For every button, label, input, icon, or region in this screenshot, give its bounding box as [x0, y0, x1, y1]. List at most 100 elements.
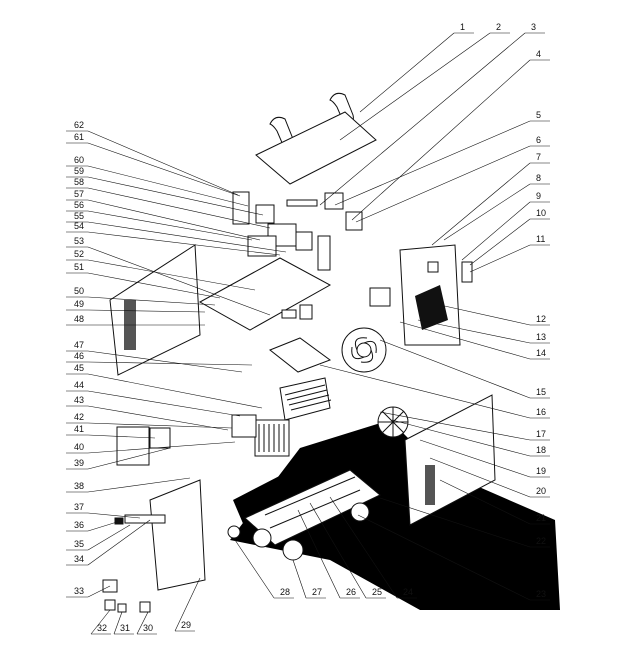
leader-line-4	[351, 59, 531, 221]
leader-line-23	[357, 514, 531, 601]
leader-line-45	[87, 373, 263, 409]
part-label-5: 5	[536, 110, 541, 120]
leader-line-12	[439, 304, 531, 326]
part-label-43: 43	[74, 395, 84, 405]
part-label-54: 54	[74, 221, 84, 231]
heatsink-fins	[284, 384, 332, 411]
part-label-52: 52	[74, 249, 84, 259]
leader-line-16	[319, 364, 531, 419]
leader-line-54	[87, 231, 281, 256]
part-label-10: 10	[536, 208, 546, 218]
clamp-part-32	[104, 599, 116, 611]
clamp-part-30	[139, 601, 151, 613]
part-label-55: 55	[74, 211, 84, 221]
leader-line-13	[417, 319, 531, 344]
part-label-36: 36	[74, 520, 84, 530]
leader-line-21	[439, 479, 531, 525]
part-label-50: 50	[74, 286, 84, 296]
pcb-small	[317, 235, 331, 271]
leader-line-6	[355, 145, 531, 223]
part-label-29: 29	[181, 620, 191, 630]
bracket-6	[345, 211, 363, 231]
right-panel-vents	[425, 465, 435, 505]
leader-line-43	[87, 405, 229, 431]
leader-line-24	[329, 496, 398, 599]
part-label-14: 14	[536, 348, 546, 358]
part-label-23: 23	[536, 589, 546, 599]
front-plate	[116, 426, 150, 466]
rear-bracket	[231, 414, 257, 438]
part-label-44: 44	[74, 380, 84, 390]
part-label-53: 53	[74, 236, 84, 246]
part-label-38: 38	[74, 481, 84, 491]
front-handle-bar	[124, 514, 166, 524]
part-label-39: 39	[74, 458, 84, 468]
leader-line-3	[319, 32, 526, 206]
part-label-41: 41	[74, 424, 84, 434]
main-pcb-board	[198, 257, 332, 331]
part-label-32: 32	[97, 623, 107, 633]
pcb-upper	[232, 191, 250, 225]
contactor	[295, 231, 313, 251]
leader-line-46	[87, 361, 253, 366]
bracket-4	[324, 192, 344, 210]
part-label-22: 22	[536, 536, 546, 546]
leader-line-22	[379, 497, 531, 548]
part-label-28: 28	[280, 587, 290, 597]
part-label-62: 62	[74, 120, 84, 130]
part-label-47: 47	[74, 340, 84, 350]
caster-wheel-front-right	[282, 539, 304, 561]
leader-line-56	[87, 210, 253, 241]
leader-line-60	[87, 165, 249, 207]
leader-line-52	[87, 259, 256, 291]
part-label-13: 13	[536, 332, 546, 342]
part-label-11: 11	[536, 234, 545, 244]
leader-line-39	[87, 447, 171, 470]
leader-line-26	[297, 509, 341, 599]
leader-line-17	[379, 411, 531, 441]
leader-line-50	[87, 296, 216, 306]
leader-line-59	[87, 176, 264, 216]
part-label-12: 12	[536, 314, 546, 324]
leader-line-37	[87, 512, 141, 519]
pcb-component-a	[281, 309, 297, 319]
leader-line-15	[379, 339, 531, 399]
part-label-19: 19	[536, 466, 546, 476]
cooling-fan-hub	[356, 342, 372, 358]
top-cover	[255, 111, 377, 185]
part-label-21: 21	[536, 513, 546, 523]
part-label-27: 27	[312, 587, 322, 597]
pcb-component-b	[299, 304, 313, 320]
leader-line-30	[136, 611, 149, 635]
part-label-30: 30	[143, 623, 153, 633]
leader-line-9	[461, 201, 531, 261]
leader-line-34	[87, 519, 151, 566]
front-knob	[114, 517, 124, 525]
part-label-15: 15	[536, 387, 546, 397]
leader-line-57	[87, 199, 261, 241]
clamp-part-31	[117, 603, 127, 613]
relay-block	[255, 204, 275, 224]
part-label-6: 6	[536, 135, 541, 145]
rotor-spokes	[378, 407, 408, 437]
handle-wheel	[227, 525, 241, 539]
part-label-1: 1	[460, 22, 465, 32]
leader-line-49	[87, 309, 206, 313]
leader-line-35	[87, 524, 131, 551]
leader-line-20	[429, 457, 531, 498]
part-label-31: 31	[120, 623, 130, 633]
leader-line-51	[87, 272, 221, 299]
leader-line-32	[90, 609, 111, 635]
part-label-25: 25	[372, 587, 382, 597]
part-label-59: 59	[74, 166, 84, 176]
leader-line-10	[469, 218, 531, 266]
leader-line-5	[334, 120, 531, 206]
leader-line-47	[87, 350, 243, 373]
heatsink	[279, 377, 331, 421]
part-label-48: 48	[74, 314, 84, 324]
part-label-49: 49	[74, 299, 84, 309]
cooling-fan-blades	[351, 337, 377, 363]
part-label-58: 58	[74, 177, 84, 187]
part-label-17: 17	[536, 429, 546, 439]
